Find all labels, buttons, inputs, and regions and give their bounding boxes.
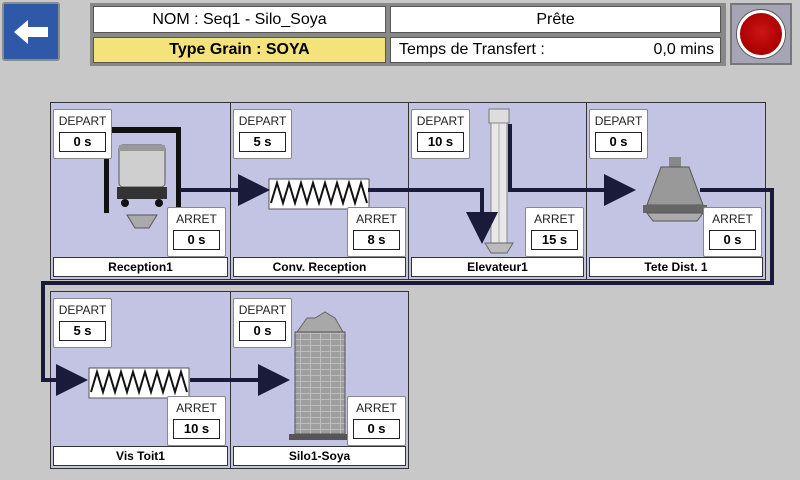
stop-button[interactable] [730, 3, 792, 65]
status-field: Prête [390, 6, 721, 33]
cell-label: Vis Toit1 [53, 446, 228, 466]
cell-label: Silo1-Soya [233, 446, 406, 466]
depart-value: 5 s [59, 321, 106, 341]
arret-timer[interactable]: ARRET 0 s [347, 396, 406, 446]
arret-value: 8 s [353, 230, 400, 250]
cell-tete-dist-1[interactable]: DEPART 0 s ARRET 0 s Tete Dist. 1 [586, 102, 766, 280]
depart-timer[interactable]: DEPART 0 s [589, 109, 648, 159]
cell-vis-toit1[interactable]: DEPART 5 s ARRET 10 s Vis Toit1 [50, 291, 231, 469]
arret-value: 0 s [353, 419, 400, 439]
back-button[interactable] [2, 2, 60, 61]
cell-conv-reception[interactable]: DEPART 5 s ARRET 8 s Conv. Reception [230, 102, 409, 280]
arret-timer[interactable]: ARRET 10 s [167, 396, 226, 446]
red-stop-icon [737, 10, 785, 58]
cell-label: Reception1 [53, 257, 228, 277]
arret-timer[interactable]: ARRET 0 s [167, 207, 226, 257]
arret-timer[interactable]: ARRET 8 s [347, 207, 406, 257]
cell-label: Elevateur1 [411, 257, 584, 277]
transfer-time-value: 0,0 mins [653, 41, 714, 58]
depart-value: 5 s [239, 132, 286, 152]
transfer-time-field: Temps de Transfert : 0,0 mins [390, 37, 721, 63]
depart-value: 0 s [595, 132, 642, 152]
depart-timer[interactable]: DEPART 10 s [411, 109, 470, 159]
arret-timer[interactable]: ARRET 15 s [525, 207, 584, 257]
arret-value: 0 s [709, 230, 756, 250]
arret-value: 10 s [173, 419, 220, 439]
cell-silo1-soya[interactable]: DEPART 0 s ARRET 0 s Silo1-Soya [230, 291, 409, 469]
depart-timer[interactable]: DEPART 0 s [233, 298, 292, 348]
depart-value: 0 s [59, 132, 106, 152]
depart-timer[interactable]: DEPART 5 s [233, 109, 292, 159]
cell-reception1[interactable]: DEPART 0 s ARRET 0 s Reception1 [50, 102, 231, 280]
arret-value: 0 s [173, 230, 220, 250]
sequence-name: NOM : Seq1 - Silo_Soya [93, 6, 386, 33]
cell-label: Conv. Reception [233, 257, 406, 277]
arret-timer[interactable]: ARRET 0 s [703, 207, 762, 257]
depart-timer[interactable]: DEPART 5 s [53, 298, 112, 348]
cell-label: Tete Dist. 1 [589, 257, 763, 277]
cell-elevateur1[interactable]: DEPART 10 s ARRET 15 s Elevateur1 [408, 102, 587, 280]
depart-value: 0 s [239, 321, 286, 341]
arret-value: 15 s [531, 230, 578, 250]
header-panel: NOM : Seq1 - Silo_Soya Prête Type Grain … [90, 3, 726, 66]
grain-type: Type Grain : SOYA [93, 37, 386, 63]
depart-timer[interactable]: DEPART 0 s [53, 109, 112, 159]
arrow-left-icon [14, 19, 48, 44]
depart-value: 10 s [417, 132, 464, 152]
transfer-time-label: Temps de Transfert : [399, 41, 545, 58]
